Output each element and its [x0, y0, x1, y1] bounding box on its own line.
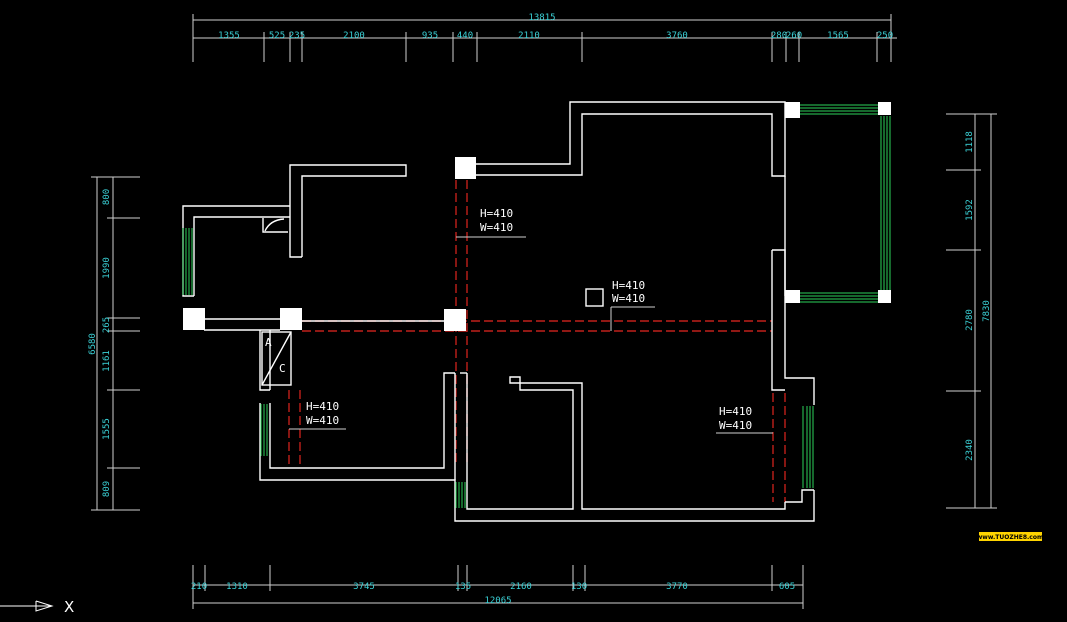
right-dim-2: 1592 [965, 199, 975, 221]
top-dim-4: 2100 [343, 31, 365, 41]
window-bottom [455, 482, 466, 508]
column [878, 102, 891, 115]
top-dim-9: 280 [771, 31, 787, 41]
column [785, 290, 800, 303]
beam-label-2: H=410 W=410 [610, 279, 655, 331]
left-dim-1: 800 [102, 189, 112, 205]
right-dim-1: 1118 [965, 131, 975, 153]
walls [182, 101, 815, 522]
bottom-dim-5: 2160 [510, 582, 532, 592]
column [785, 102, 800, 118]
top-dim-1: 1355 [218, 31, 240, 41]
right-total-dimension: 7830 [982, 300, 992, 322]
shaft-label-a: A [265, 336, 272, 349]
window-left-lower [260, 404, 268, 456]
left-dimension-chain: 6580 800 1990 265 1161 1555 809 [88, 176, 140, 511]
top-dim-6: 440 [457, 31, 473, 41]
top-dim-3: 235 [289, 31, 305, 41]
column [280, 308, 302, 330]
beam-label-width: W=410 [480, 221, 513, 234]
column [878, 290, 891, 303]
shaft-label-c: C [279, 362, 286, 375]
window-left-upper [182, 228, 193, 295]
bottom-dim-6: 130 [571, 582, 587, 592]
balcony-window-bottom [800, 292, 878, 303]
bottom-dim-1: 210 [191, 582, 207, 592]
top-dim-11: 1565 [827, 31, 849, 41]
top-dim-5: 935 [422, 31, 438, 41]
bottom-dim-7: 3770 [666, 582, 688, 592]
bottom-dim-8: 605 [779, 582, 795, 592]
beam-label-width: W=410 [612, 292, 645, 305]
column [455, 157, 476, 179]
beam-label-height: H=410 [480, 207, 513, 220]
watermark-logo: www.TUOZHE8.com [977, 532, 1043, 541]
balcony-window-top [800, 104, 878, 115]
bottom-dimension-chain: 210 1310 3745 135 2160 130 3770 605 1206… [191, 565, 804, 609]
left-dim-6: 809 [102, 481, 112, 497]
beam-label-width: W=410 [719, 419, 752, 432]
left-dim-2: 1990 [102, 257, 112, 279]
beam-label-4: H=410 W=410 [716, 405, 773, 434]
balcony-window-right [880, 116, 891, 290]
shaft-box [261, 331, 292, 386]
bottom-dim-4: 135 [455, 582, 471, 592]
fixture [262, 218, 288, 233]
ucs-x-label: X [64, 598, 74, 616]
beam-lines [288, 180, 786, 502]
left-total-dimension: 6580 [88, 333, 98, 355]
top-dim-7: 2110 [518, 31, 540, 41]
bottom-dim-2: 1310 [226, 582, 248, 592]
windows [182, 104, 891, 508]
beam-label-height: H=410 [306, 400, 339, 413]
top-dim-8: 3760 [666, 31, 688, 41]
beam-label-1: H=410 W=410 [456, 207, 526, 238]
right-dim-3: 2780 [965, 309, 975, 331]
column [183, 308, 205, 330]
bottom-dim-3: 3745 [353, 582, 375, 592]
bottom-total-dimension: 12065 [484, 596, 511, 606]
left-dim-4: 1161 [102, 350, 112, 372]
top-total-dimension: 13815 [528, 13, 555, 23]
left-dim-5: 1555 [102, 418, 112, 440]
watermark-text: www.TUOZHE8.com [977, 534, 1043, 541]
small-opening [585, 288, 604, 307]
right-dimension-chain: 1118 1592 2780 2340 7830 [946, 113, 997, 509]
column [444, 309, 466, 331]
top-dim-12: 250 [877, 31, 893, 41]
beam-label-3: H=410 W=410 [289, 400, 346, 430]
top-dim-10: 260 [786, 31, 802, 41]
right-dim-4: 2340 [965, 439, 975, 461]
beam-label-height: H=410 [612, 279, 645, 292]
columns [183, 102, 891, 331]
ucs-axis-icon: X [0, 598, 74, 616]
beam-label-width: W=410 [306, 414, 339, 427]
left-dim-3: 265 [102, 317, 112, 333]
beam-label-height: H=410 [719, 405, 752, 418]
top-dim-2: 525 [269, 31, 285, 41]
window-right-lower [802, 406, 814, 488]
top-dimension-chain: 13815 1355 525 235 2100 935 440 2110 376… [192, 13, 897, 62]
